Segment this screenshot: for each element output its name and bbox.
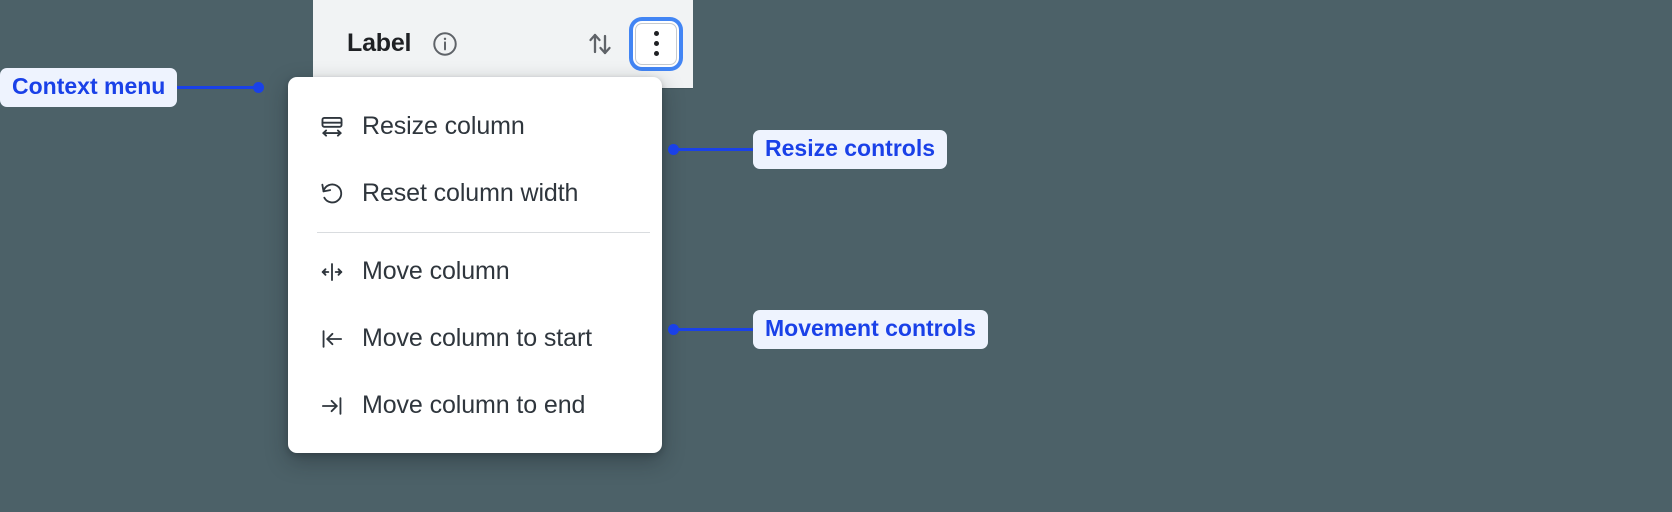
annotation-endpoint-dot [668,324,679,336]
menu-item-label: Reset column width [362,179,579,207]
menu-item-resize-column[interactable]: Resize column [288,93,662,160]
menu-item-move-column[interactable]: Move column [288,238,662,305]
column-menu-button[interactable] [633,20,679,67]
move-left-right-icon [318,258,346,286]
annotation-resize-controls: Resize controls [668,130,947,170]
menu-item-move-column-to-start[interactable]: Move column to start [288,305,662,372]
menu-item-label: Move column [362,257,510,285]
resize-column-icon [318,113,346,141]
annotation-label: Resize controls [753,130,947,170]
page-title: Label [347,28,412,57]
menu-item-label: Move column to end [362,391,586,419]
annotation-label: Movement controls [753,310,988,350]
annotation-label: Context menu [0,68,178,108]
annotation-leader-line [679,148,753,152]
menu-divider [317,232,650,233]
annotation-endpoint-dot [253,82,265,94]
info-circle-icon[interactable] [431,30,459,58]
annotation-leader-line [679,328,753,332]
menu-item-reset-column-width[interactable]: Reset column width [288,160,662,227]
kebab-vertical-icon [653,31,659,56]
menu-item-label: Move column to start [362,324,593,352]
move-to-start-icon [318,325,346,353]
undo-rotate-icon [318,180,346,208]
annotation-leader-line [177,86,254,90]
column-header-panel: Label [313,0,693,88]
annotation-endpoint-dot [668,144,679,156]
context-menu: Resize column Reset column width Move co… [288,77,662,453]
sort-up-down-icon[interactable] [583,27,617,61]
menu-item-label: Resize column [362,112,525,140]
move-to-end-icon [318,392,346,420]
annotation-context-menu: Context menu [0,68,265,108]
annotation-movement-controls: Movement controls [668,310,988,350]
menu-item-move-column-to-end[interactable]: Move column to end [288,372,662,439]
